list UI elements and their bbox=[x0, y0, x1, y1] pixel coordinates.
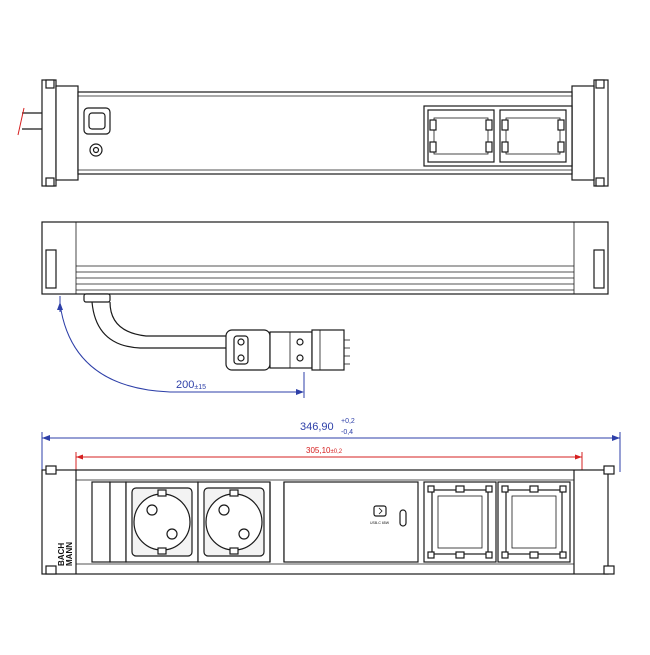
brand-line-1: BACH bbox=[57, 543, 66, 566]
overall-tolerance-upper: +0,2 bbox=[341, 418, 355, 425]
overall-tolerance-lower: -0,4 bbox=[341, 429, 353, 436]
cable-length-value: 200±15 bbox=[176, 379, 206, 391]
front-data-module-1 bbox=[423, 481, 497, 563]
usb-c-port-icon bbox=[399, 509, 407, 527]
front-right-tab-top bbox=[603, 465, 615, 475]
usb-label: USB-C 65W bbox=[370, 521, 390, 525]
brand-line-2: MANN bbox=[65, 542, 74, 566]
overall-length-value: 346,90 bbox=[300, 421, 334, 433]
front-right-tab-bottom bbox=[603, 565, 615, 575]
side-body bbox=[41, 221, 609, 295]
side-left-clip bbox=[45, 249, 57, 289]
top-data-modules bbox=[423, 105, 573, 167]
front-data-module-2 bbox=[497, 481, 571, 563]
cable-length-dimension: 200±15 bbox=[57, 296, 305, 398]
top-view bbox=[17, 79, 609, 187]
socket-module-2 bbox=[197, 481, 271, 563]
left-end-bracket bbox=[41, 79, 79, 187]
front-view: 346,90 +0,2 -0,4 305,10±0,2 BACH MANN bbox=[41, 418, 621, 575]
inner-length-tolerance: ±0,2 bbox=[330, 449, 342, 455]
blank-module-2 bbox=[109, 481, 127, 563]
front-left-tab-bottom bbox=[45, 565, 57, 575]
inner-length-value: 305,10±0,2 bbox=[306, 446, 343, 455]
connector-plug-icon bbox=[225, 329, 350, 371]
overall-length-dimension: 346,90 +0,2 -0,4 bbox=[41, 418, 621, 472]
usb-module: USB-C 65W bbox=[283, 481, 419, 563]
usb-symbol-icon bbox=[373, 505, 387, 517]
side-right-clip bbox=[593, 249, 605, 289]
cable-length-tolerance: ±15 bbox=[194, 384, 206, 391]
side-cable bbox=[83, 293, 232, 349]
brand-label: BACH MANN bbox=[57, 542, 74, 566]
blank-module bbox=[91, 481, 111, 563]
right-end-bracket bbox=[571, 79, 609, 187]
cable-length-number: 200 bbox=[176, 379, 194, 391]
front-left-tab-top bbox=[45, 465, 57, 475]
socket-icon bbox=[205, 493, 263, 551]
side-view: 200±15 bbox=[41, 221, 609, 398]
socket-icon bbox=[133, 493, 191, 551]
cable-gland-icon bbox=[83, 107, 111, 157]
socket-module-1 bbox=[125, 481, 199, 563]
inner-length-number: 305,10 bbox=[306, 446, 331, 455]
